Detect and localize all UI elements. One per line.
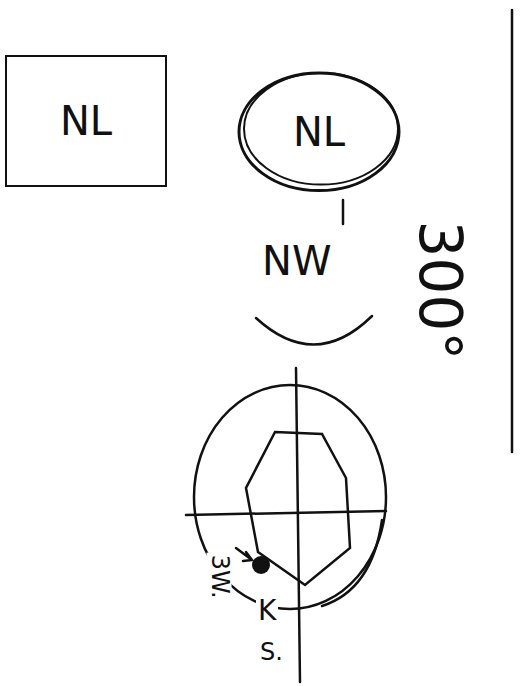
arc-bracket [256,316,372,345]
divider-line [511,10,514,452]
horizontal-axis [186,511,386,515]
sketch-label: K [256,596,278,625]
node-text: NL [60,99,112,143]
outer-ellipse [194,385,386,609]
vertical-axis [296,368,300,682]
inner-shape [246,432,350,585]
sketch-label: 3W. [206,553,231,601]
node-text: NL [293,110,345,154]
sketch-label: NW [262,240,331,282]
ellipse-node: NL [236,70,402,194]
tick-line [342,200,345,224]
marked-dot [252,556,270,574]
outer-arc [322,520,382,606]
rect-box: NL [5,55,167,187]
angle-label: 300° [410,220,471,360]
sketch-label: S. [258,640,285,665]
pointer-arrow [236,548,252,561]
